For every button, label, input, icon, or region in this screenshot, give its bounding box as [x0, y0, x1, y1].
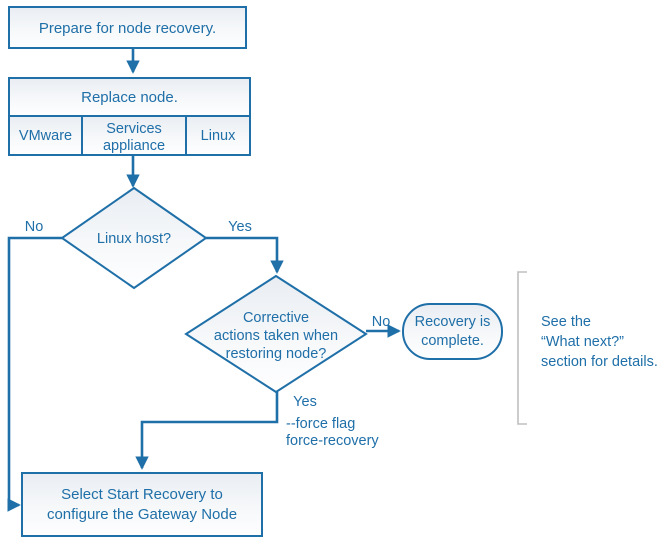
edge-label-corrective-no: No [372, 314, 391, 330]
edge-label-linux-host-no: No [25, 219, 44, 235]
edge-label-linux-host-yes: Yes [228, 219, 252, 235]
corrective-actions-label-line2: actions taken when [214, 328, 338, 344]
node-corrective-actions-decision: Corrective actions taken when restoring … [184, 274, 368, 394]
annotation-line2: “What next?” [541, 334, 624, 350]
corrective-actions-diamond [184, 274, 368, 394]
annotation-bracket [517, 271, 527, 425]
replace-option-linux-label: Linux [201, 128, 236, 144]
linux-host-label: Linux host? [97, 231, 171, 247]
edge-linuxhost-yes [206, 236, 284, 274]
linux-host-diamond [60, 186, 208, 290]
node-linux-host-decision: Linux host? [60, 186, 208, 290]
select-start-recovery-box [21, 472, 263, 537]
replace-option-services-appliance-box [81, 115, 187, 156]
annotation-group: See the “What next?” section for details… [517, 271, 658, 425]
annotation-line1: See the [541, 314, 591, 330]
edge-label-corrective-yes: Yes [293, 394, 317, 410]
replace-option-services-appliance-label-line1: Services [106, 121, 162, 137]
edge-corrective-yes [135, 392, 279, 470]
replace-option-linux-box [185, 115, 251, 156]
replace-box [8, 77, 251, 117]
edge-linuxhost-no [7, 236, 62, 512]
prepare-box [8, 6, 247, 49]
replace-option-services-appliance-label-line2: appliance [103, 138, 165, 154]
node-recovery-complete: Recovery is complete. [402, 303, 503, 360]
corrective-actions-label-line3: restoring node? [226, 346, 327, 362]
select-start-recovery-label-line1: Select Start Recovery to [61, 486, 223, 503]
corrective-actions-label-line1: Corrective [243, 310, 309, 326]
node-select-start-recovery: Select Start Recovery to configure the G… [21, 472, 263, 537]
connectors [7, 48, 401, 512]
edge-labels: No Yes No Yes --force flag force-recover… [25, 219, 391, 449]
recovery-complete-label-line2: complete. [421, 333, 484, 349]
annotation-line3: section for details. [541, 354, 658, 370]
node-prepare-for-node-recovery: Prepare for node recovery. [8, 6, 247, 49]
recovery-complete-box [402, 303, 503, 360]
recovery-complete-label-line1: Recovery is [415, 314, 491, 330]
select-start-recovery-label-line2: configure the Gateway Node [47, 506, 237, 523]
edge-label-force-flag: --force flag [286, 416, 355, 432]
replace-label: Replace node. [81, 89, 178, 106]
prepare-label: Prepare for node recovery. [39, 20, 216, 37]
replace-option-vmware-label: VMware [19, 128, 72, 144]
node-replace-node: Replace node. VMware Services appliance … [8, 77, 251, 156]
edge-label-force-recovery: force-recovery [286, 433, 379, 449]
